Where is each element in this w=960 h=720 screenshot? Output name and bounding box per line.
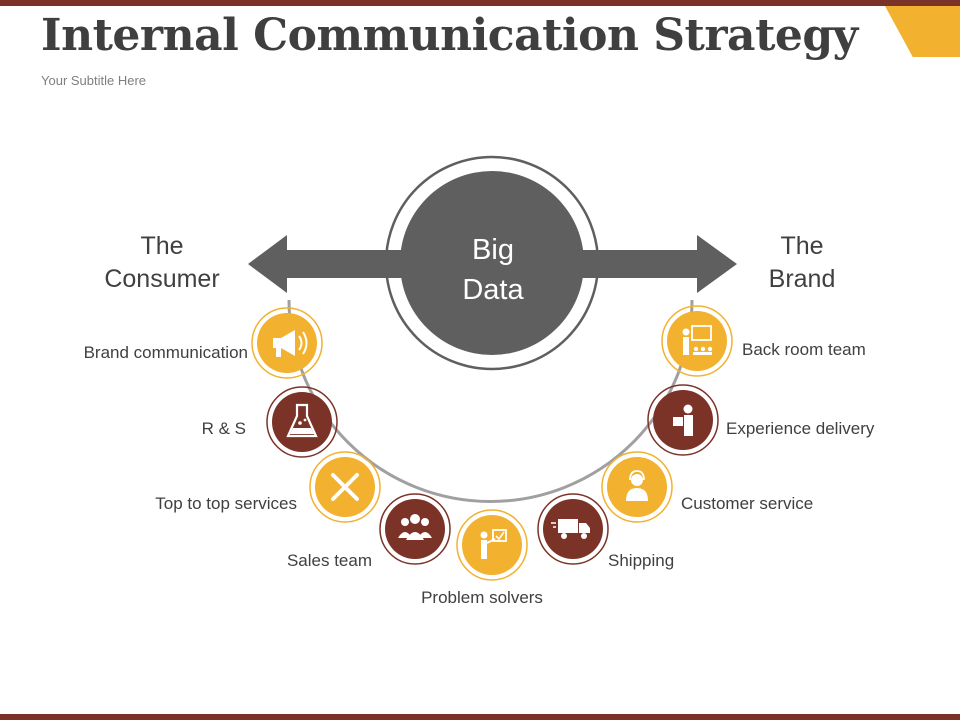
megaphone-icon xyxy=(273,330,308,357)
truck-icon xyxy=(551,519,590,539)
brand-label-line2: Brand xyxy=(769,265,836,293)
node-customer-service xyxy=(601,451,673,523)
consumer-label-line1: The xyxy=(140,232,183,260)
node-problem-solvers xyxy=(456,509,528,581)
flask-icon xyxy=(286,403,318,438)
brand-label-line1: The xyxy=(780,232,823,260)
presenter-icon xyxy=(480,529,507,559)
team-icon xyxy=(398,514,432,540)
page-title: Internal Communication Strategy xyxy=(41,10,858,61)
center-circle xyxy=(400,171,584,355)
node-label-sales-team: Sales team xyxy=(287,551,372,570)
node-back-room-team xyxy=(661,305,733,377)
node-label-top-to-top-services: Top to top services xyxy=(155,494,297,513)
node-label-customer-service: Customer service xyxy=(681,494,813,513)
top-accent-bar xyxy=(0,0,960,6)
node-r-and-s xyxy=(266,386,338,458)
center-label-line1: Big xyxy=(472,234,514,266)
node-label-experience-delivery: Experience delivery xyxy=(726,419,875,438)
node-sales-team xyxy=(379,493,451,565)
node-label-problem-solvers: Problem solvers xyxy=(421,588,543,607)
bottom-accent-bar xyxy=(0,714,960,720)
node-brand-communication xyxy=(251,307,323,379)
center-label-line2: Data xyxy=(462,274,524,306)
support-agent-icon xyxy=(626,470,648,501)
page-subtitle: Your Subtitle Here xyxy=(41,73,147,88)
node-label-r-and-s: R & S xyxy=(202,419,246,438)
node-top-to-top-services xyxy=(309,451,381,523)
node-label-brand-communication: Brand communication xyxy=(84,343,248,362)
node-label-shipping: Shipping xyxy=(608,551,674,570)
delivery-person-icon xyxy=(673,404,693,436)
center-outer-ring xyxy=(384,155,600,371)
node-shipping xyxy=(537,493,609,565)
consumer-label-line2: Consumer xyxy=(104,265,219,293)
meeting-board-icon xyxy=(682,325,713,355)
node-experience-delivery xyxy=(647,384,719,456)
node-label-back-room-team: Back room team xyxy=(742,340,866,359)
tools-icon xyxy=(331,473,359,501)
